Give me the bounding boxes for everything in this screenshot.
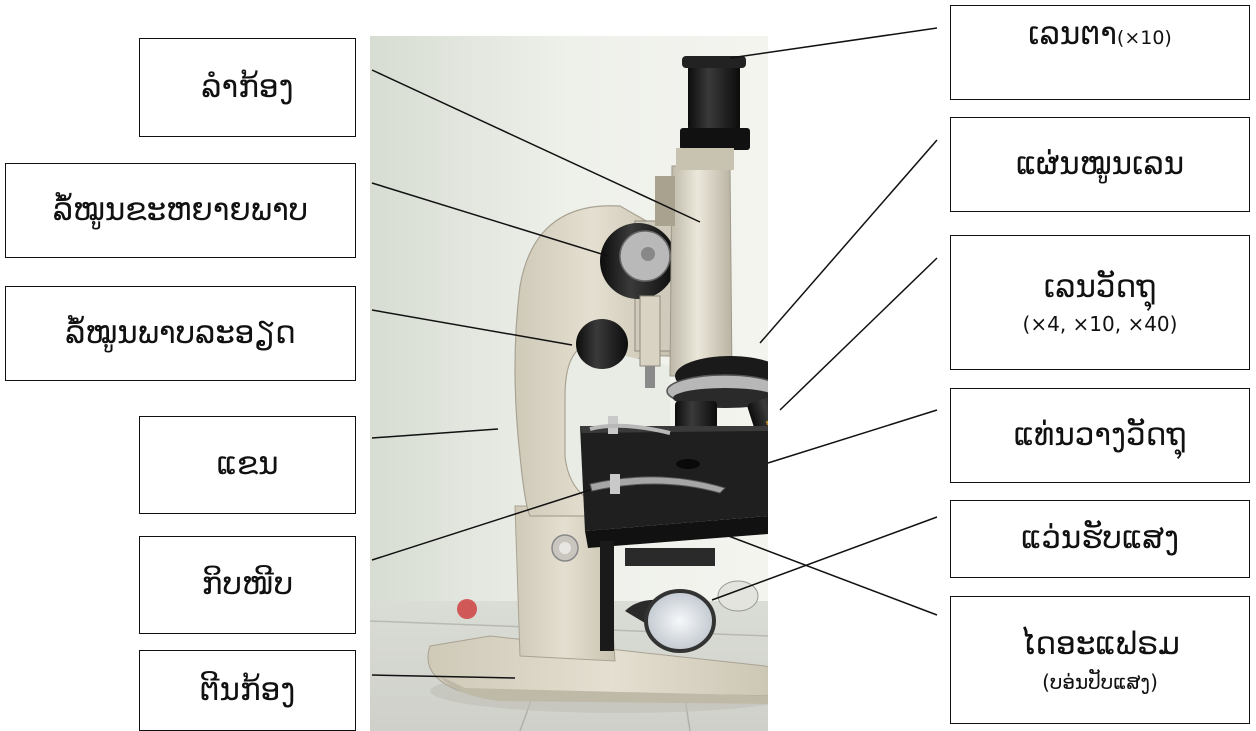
- label-eyepiece: ເລນຕາ (×10): [950, 5, 1250, 100]
- label-mirror-text: ແວ່ນຮັບແສງ: [1021, 520, 1179, 557]
- label-arm-text: ແຂນ: [217, 446, 279, 483]
- label-stage: ແທ່ນວາງວັດຖຸ: [950, 388, 1250, 483]
- label-revolver: ແຜ່ນໝູນເລນ: [950, 117, 1250, 212]
- label-fine-knob-text: ລໍ້ໝູນພາບລະອຽດ: [65, 315, 295, 352]
- label-diaphragm-text: ໄດອະແຟຣມ: [1020, 626, 1180, 663]
- label-tube-text: ລຳກ້ອງ: [201, 69, 293, 106]
- label-mirror: ແວ່ນຮັບແສງ: [950, 500, 1250, 578]
- label-objective-mag: (×4, ×10, ×40): [1023, 312, 1178, 336]
- leader-stage: [768, 410, 937, 463]
- label-coarse-knob: ລໍ້ໝູນຂະຫຍາຍພາບ: [5, 163, 356, 258]
- label-revolver-text: ແຜ່ນໝູນເລນ: [1016, 146, 1184, 183]
- label-arm: ແຂນ: [139, 416, 356, 514]
- label-clip-text: ກິບໜີບ: [202, 566, 293, 603]
- label-eyepiece-text: ເລນຕາ: [1028, 16, 1117, 53]
- label-clip: ກິບໜີບ: [139, 536, 356, 634]
- label-stage-text: ແທ່ນວາງວັດຖຸ: [1014, 417, 1187, 454]
- microscope-photo: [370, 36, 768, 731]
- label-diaphragm-sub: (ບອ່ນປັບແສງ): [1042, 670, 1158, 694]
- label-eyepiece-mag: (×10): [1117, 27, 1172, 50]
- leader-revolver: [760, 140, 937, 343]
- label-objective-text: ເລນວັດຖຸ: [1044, 269, 1157, 306]
- label-fine-knob: ລໍ້ໝູນພາບລະອຽດ: [5, 286, 356, 381]
- label-objective: ເລນວັດຖຸ (×4, ×10, ×40): [950, 235, 1250, 370]
- label-base: ຕີນກ້ອງ: [139, 650, 356, 731]
- label-base-text: ຕີນກ້ອງ: [200, 672, 296, 709]
- label-diaphragm: ໄດອະແຟຣມ (ບອ່ນປັບແສງ): [950, 596, 1250, 724]
- label-coarse-knob-text: ລໍ້ໝູນຂະຫຍາຍພາບ: [53, 192, 308, 229]
- microscope-illustration: [370, 36, 768, 731]
- leader-objective: [780, 258, 937, 410]
- label-tube: ລຳກ້ອງ: [139, 38, 356, 137]
